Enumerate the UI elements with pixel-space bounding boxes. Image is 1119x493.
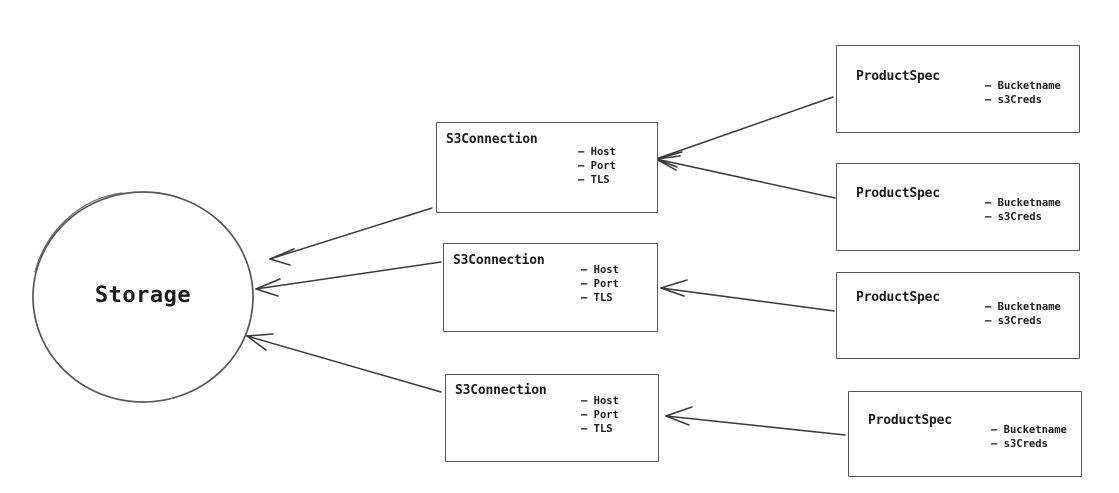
attribute-row: – Bucketname [985,301,1061,313]
productspec-node-3[interactable]: ProductSpec – Bucketname – s3Creds [836,272,1080,359]
attribute-row: – Bucketname [985,80,1061,92]
s3connection-node-2-attributes: – Host – Port – TLS [581,263,619,305]
attribute-row: – TLS [581,292,613,304]
attribute-row: – Bucketname [985,197,1061,209]
attribute-row: – s3Creds [985,315,1042,327]
productspec-node-2[interactable]: ProductSpec – Bucketname – s3Creds [836,163,1080,251]
attribute-row: – s3Creds [991,438,1048,450]
s3connection-node-3[interactable]: S3Connection – Host – Port – TLS [445,374,659,462]
s3connection-node-2[interactable]: S3Connection – Host – Port – TLS [443,243,658,332]
s3connection-node-3-attributes: – Host – Port – TLS [581,394,619,436]
attribute-row: – Bucketname [991,424,1067,436]
storage-node-label: Storage [94,283,192,308]
attribute-row: – s3Creds [985,94,1042,106]
edge-productspec-4-to-s3connection-3 [665,406,846,436]
s3connection-node-3-title: S3Connection [455,383,547,398]
attribute-row: – Host [581,395,619,407]
productspec-node-1-title: ProductSpec [856,69,940,84]
productspec-node-2-attributes: – Bucketname – s3Creds [985,196,1061,224]
attribute-row: – Port [581,278,619,290]
s3connection-node-1-attributes: – Host – Port – TLS [578,145,616,187]
edge-productspec-3-to-s3connection-2 [660,279,835,312]
attribute-row: – Host [578,146,616,158]
storage-circle-sketch-overstroke [34,192,123,273]
edge-s3connection-3-to-storage [246,333,442,393]
edge-s3connection-1-to-storage [269,207,433,266]
productspec-node-1[interactable]: ProductSpec – Bucketname – s3Creds [836,45,1080,133]
s3connection-node-1[interactable]: S3Connection – Host – Port – TLS [436,122,658,213]
attribute-row: – Port [578,160,616,172]
attribute-row: – Host [581,264,619,276]
productspec-node-2-title: ProductSpec [856,186,940,201]
attribute-row: – s3Creds [985,211,1042,223]
productspec-node-4-title: ProductSpec [868,413,952,428]
edge-productspec-2-to-s3connection-1 [655,155,836,199]
edge-s3connection-2-to-storage [255,261,442,297]
s3connection-node-1-title: S3Connection [446,132,538,147]
s3connection-node-2-title: S3Connection [453,253,545,268]
productspec-node-4[interactable]: ProductSpec – Bucketname – s3Creds [848,391,1082,477]
productspec-node-4-attributes: – Bucketname – s3Creds [991,423,1067,451]
attribute-row: – TLS [578,174,610,186]
attribute-row: – TLS [581,423,613,435]
attribute-row: – Port [581,409,619,421]
productspec-node-3-attributes: – Bucketname – s3Creds [985,300,1061,328]
productspec-node-1-attributes: – Bucketname – s3Creds [985,79,1061,107]
edge-productspec-1-to-s3connection-1 [655,96,834,168]
productspec-node-3-title: ProductSpec [856,290,940,305]
